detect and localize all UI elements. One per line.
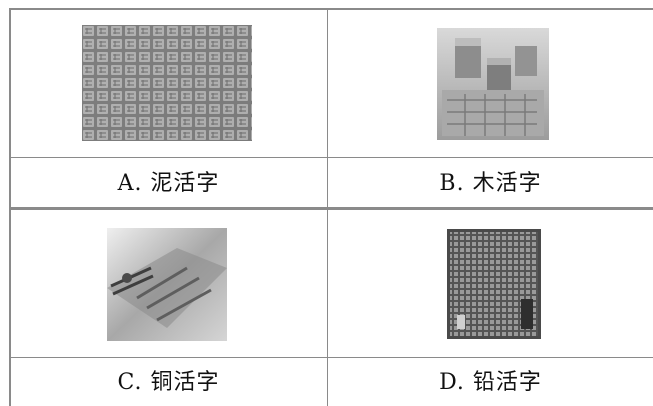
option-c-label: C. 铜活字: [117, 370, 220, 395]
row1-caption-divider: [9, 157, 653, 158]
option-d-label: D. 铅活字: [439, 370, 542, 395]
wooden-movable-type-photo: [437, 28, 549, 140]
lead-movable-type-photo: [447, 229, 541, 339]
option-b-label: B. 木活字: [439, 171, 542, 196]
row-separator: [9, 207, 653, 210]
table-border-top: [9, 8, 653, 10]
copper-movable-type-photo: [107, 228, 227, 341]
option-a-label: A. 泥活字: [117, 171, 220, 196]
row2-caption-divider: [9, 357, 653, 358]
clay-movable-type-photo: [82, 25, 252, 141]
